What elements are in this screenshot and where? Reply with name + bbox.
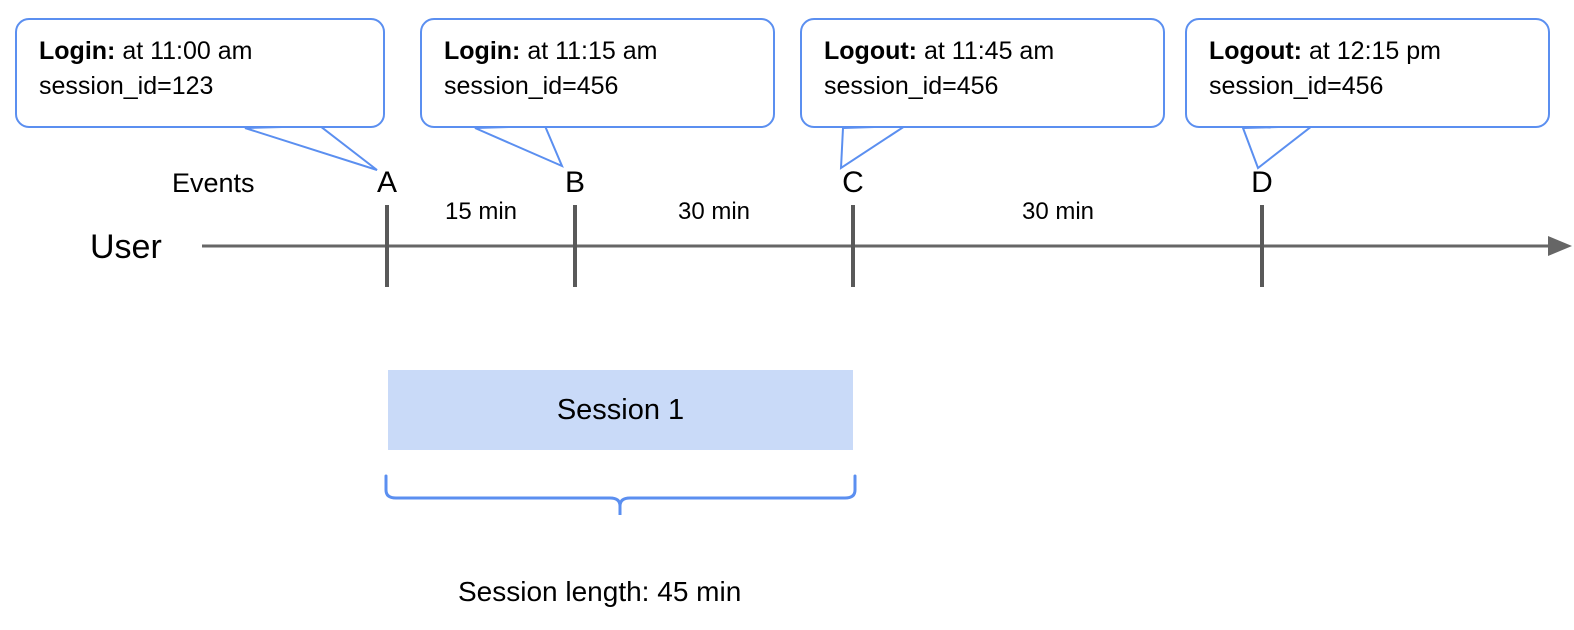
callout-tail-d (1241, 124, 1316, 170)
session-length-label: Session length: 45 min (458, 576, 742, 607)
callout-event-b[interactable]: Login: at 11:15 am session_id=456 (420, 18, 775, 128)
callout-event-c[interactable]: Logout: at 11:45 am session_id=456 (800, 18, 1165, 128)
event-label-c: C (842, 166, 864, 199)
callout-primary-line: Login: at 11:00 am (39, 34, 363, 69)
callout-time-label: at 11:00 am (122, 37, 253, 65)
callout-time-label: at 11:45 am (923, 37, 1055, 65)
callout-primary-line: Logout: at 11:45 am (824, 34, 1143, 69)
callout-tail-b (474, 124, 564, 168)
callout-event-d[interactable]: Logout: at 12:15 pm session_id=456 (1185, 18, 1550, 128)
callout-type-label: Login: (39, 37, 116, 65)
callout-session-id: session_id=456 (1209, 72, 1384, 100)
callout-tail-c (839, 124, 909, 170)
callout-primary-line: Logout: at 12:15 pm (1209, 34, 1528, 69)
event-label-a: A (376, 166, 397, 199)
callout-time-label: at 12:15 pm (1308, 37, 1441, 65)
callout-type-label: Logout: (1209, 37, 1303, 65)
event-label-d: D (1251, 166, 1273, 199)
interval-label-b-c: 30 min (677, 198, 751, 225)
interval-label-a-b: 15 min (444, 198, 518, 225)
row-label-events: Events (172, 168, 255, 198)
callout-tail-a (244, 124, 378, 171)
callout-time-label: at 11:15 am (527, 37, 658, 65)
callout-event-a[interactable]: Login: at 11:00 am session_id=123 (15, 18, 385, 128)
session-bar-label: Session 1 (556, 393, 685, 426)
callout-type-label: Logout: (824, 37, 918, 65)
callout-session-id: session_id=123 (39, 72, 214, 100)
row-label-user: User (90, 228, 162, 266)
timeline-axis (202, 236, 1572, 256)
callout-primary-line: Login: at 11:15 am (444, 34, 753, 69)
event-label-b: B (564, 166, 585, 199)
session-brace (384, 474, 857, 515)
callout-type-label: Login: (444, 37, 521, 65)
session-bar[interactable]: Session 1 (388, 370, 853, 450)
callout-session-id: session_id=456 (824, 72, 999, 100)
interval-label-c-d: 30 min (1021, 198, 1095, 225)
callout-session-id: session_id=456 (444, 72, 619, 100)
